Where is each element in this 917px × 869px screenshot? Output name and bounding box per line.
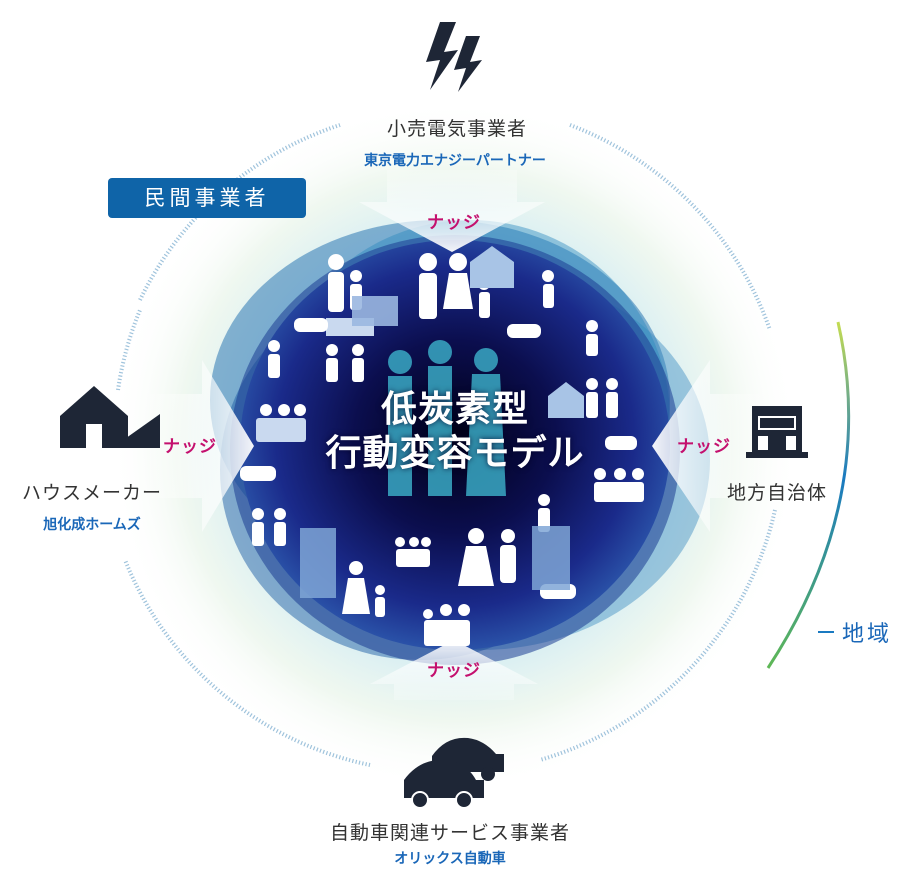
nudge-arrow-top <box>359 170 545 252</box>
cars-icon <box>404 737 504 809</box>
center-title-line2: 行動変容モデル <box>325 433 585 474</box>
house-icon <box>60 386 160 448</box>
government-building-icon <box>746 406 808 458</box>
region-arc <box>766 321 851 669</box>
nudge-arrow-right <box>652 360 760 532</box>
people-illustrations <box>240 246 644 646</box>
top-actor-company: 東京電力エナジーパートナー <box>364 153 546 169</box>
bottom-actor-company: オリックス自動車 <box>394 851 506 867</box>
center-title-line1: 低炭素型 <box>380 389 529 430</box>
nudge-label-right: ナッジ <box>677 437 731 457</box>
bottom-actor-role: 自動車関連サービス事業者 <box>329 822 570 844</box>
left-actor-role: ハウスメーカー <box>21 482 162 504</box>
top-actor-role: 小売電気事業者 <box>386 118 527 140</box>
left-actor-company: 旭化成ホームズ <box>43 517 141 533</box>
lightning-icon <box>426 22 482 92</box>
nudge-label-left: ナッジ <box>163 437 217 457</box>
nudge-label-top: ナッジ <box>427 213 481 233</box>
nudge-label-bottom: ナッジ <box>427 661 481 681</box>
nudge-arrows <box>150 170 760 700</box>
right-actor-role: 地方自治体 <box>726 482 827 504</box>
center-title: 低炭素型 行動変容モデル <box>300 388 610 476</box>
nudge-arrow-bottom <box>370 640 538 700</box>
nudge-arrow-left <box>150 360 254 532</box>
private-sector-badge: 民間事業者 <box>108 178 306 218</box>
region-label: 地域 <box>842 622 893 647</box>
